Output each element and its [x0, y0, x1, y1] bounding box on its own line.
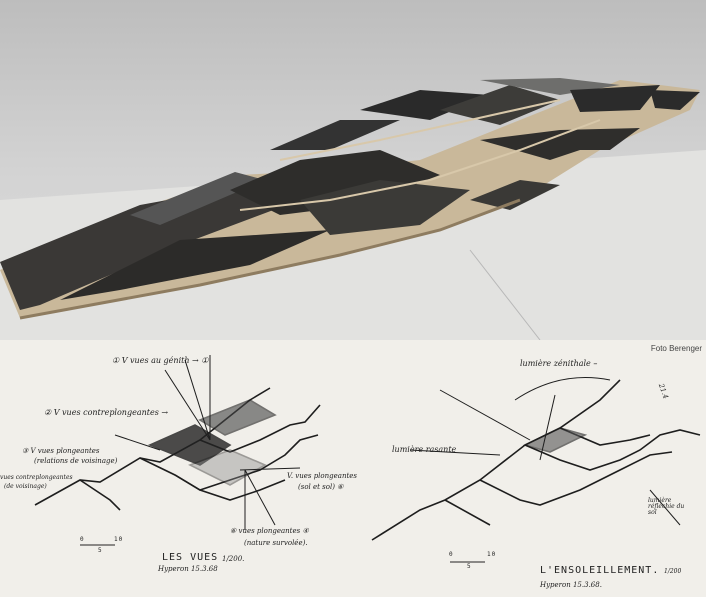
scale-5-right: 5 [467, 563, 472, 570]
label-neighbourhood: (relations de voisinage) [34, 457, 118, 465]
sketch-views [34, 355, 321, 530]
signature-views: Hyperon 15.3.68 [158, 565, 218, 573]
architectural-model-photo [0, 0, 706, 340]
label-views-overflown: ⑥ vues plongeantes ④ [230, 527, 309, 535]
scale-10-right: 10 [487, 551, 497, 558]
scale-0-right: 0 [449, 551, 454, 558]
label-views-ground: V. vues plongeantes [287, 472, 357, 480]
label-ground: (sol et sol) ⑥ [298, 483, 344, 491]
sketch-sunlight [371, 377, 701, 541]
sketch-title-sunlight: L'ENSOLEILLEMENT. [540, 565, 660, 576]
ratio-sunlight: 1/200 [664, 568, 682, 575]
label-nature: (nature survolée). [244, 539, 308, 547]
label-reflected-light: lumière réfléchie du sol [648, 497, 685, 516]
label-views-high-angle: ③ V vues plongeantes [22, 447, 100, 455]
sketch-title-views: LES VUES [162, 552, 219, 563]
scale-bars [80, 544, 485, 563]
scale-5: 5 [98, 547, 103, 554]
signature-sunlight: Hyperon 15.3.68. [540, 581, 602, 589]
label-grazing-light: lumière rasante [392, 445, 457, 454]
label-views-low-angle: ② V vues contreplongeantes → [44, 408, 169, 417]
label-neighbourhood-2: (de voisinage) [4, 483, 47, 490]
sketch-drawings [34, 355, 701, 563]
photo-credit: Foto Berenger [650, 344, 702, 353]
label-views-zenith: ① V vues au génith → ① [112, 356, 209, 365]
label-zenithal-light: lumière zénithale – [520, 359, 598, 368]
label-views-low-angle-2: vues contreplongeantes [0, 474, 73, 481]
model [0, 78, 700, 320]
scale-0: 0 [80, 536, 85, 543]
ratio-views: 1/200. [222, 555, 245, 563]
scale-10: 10 [114, 536, 124, 543]
